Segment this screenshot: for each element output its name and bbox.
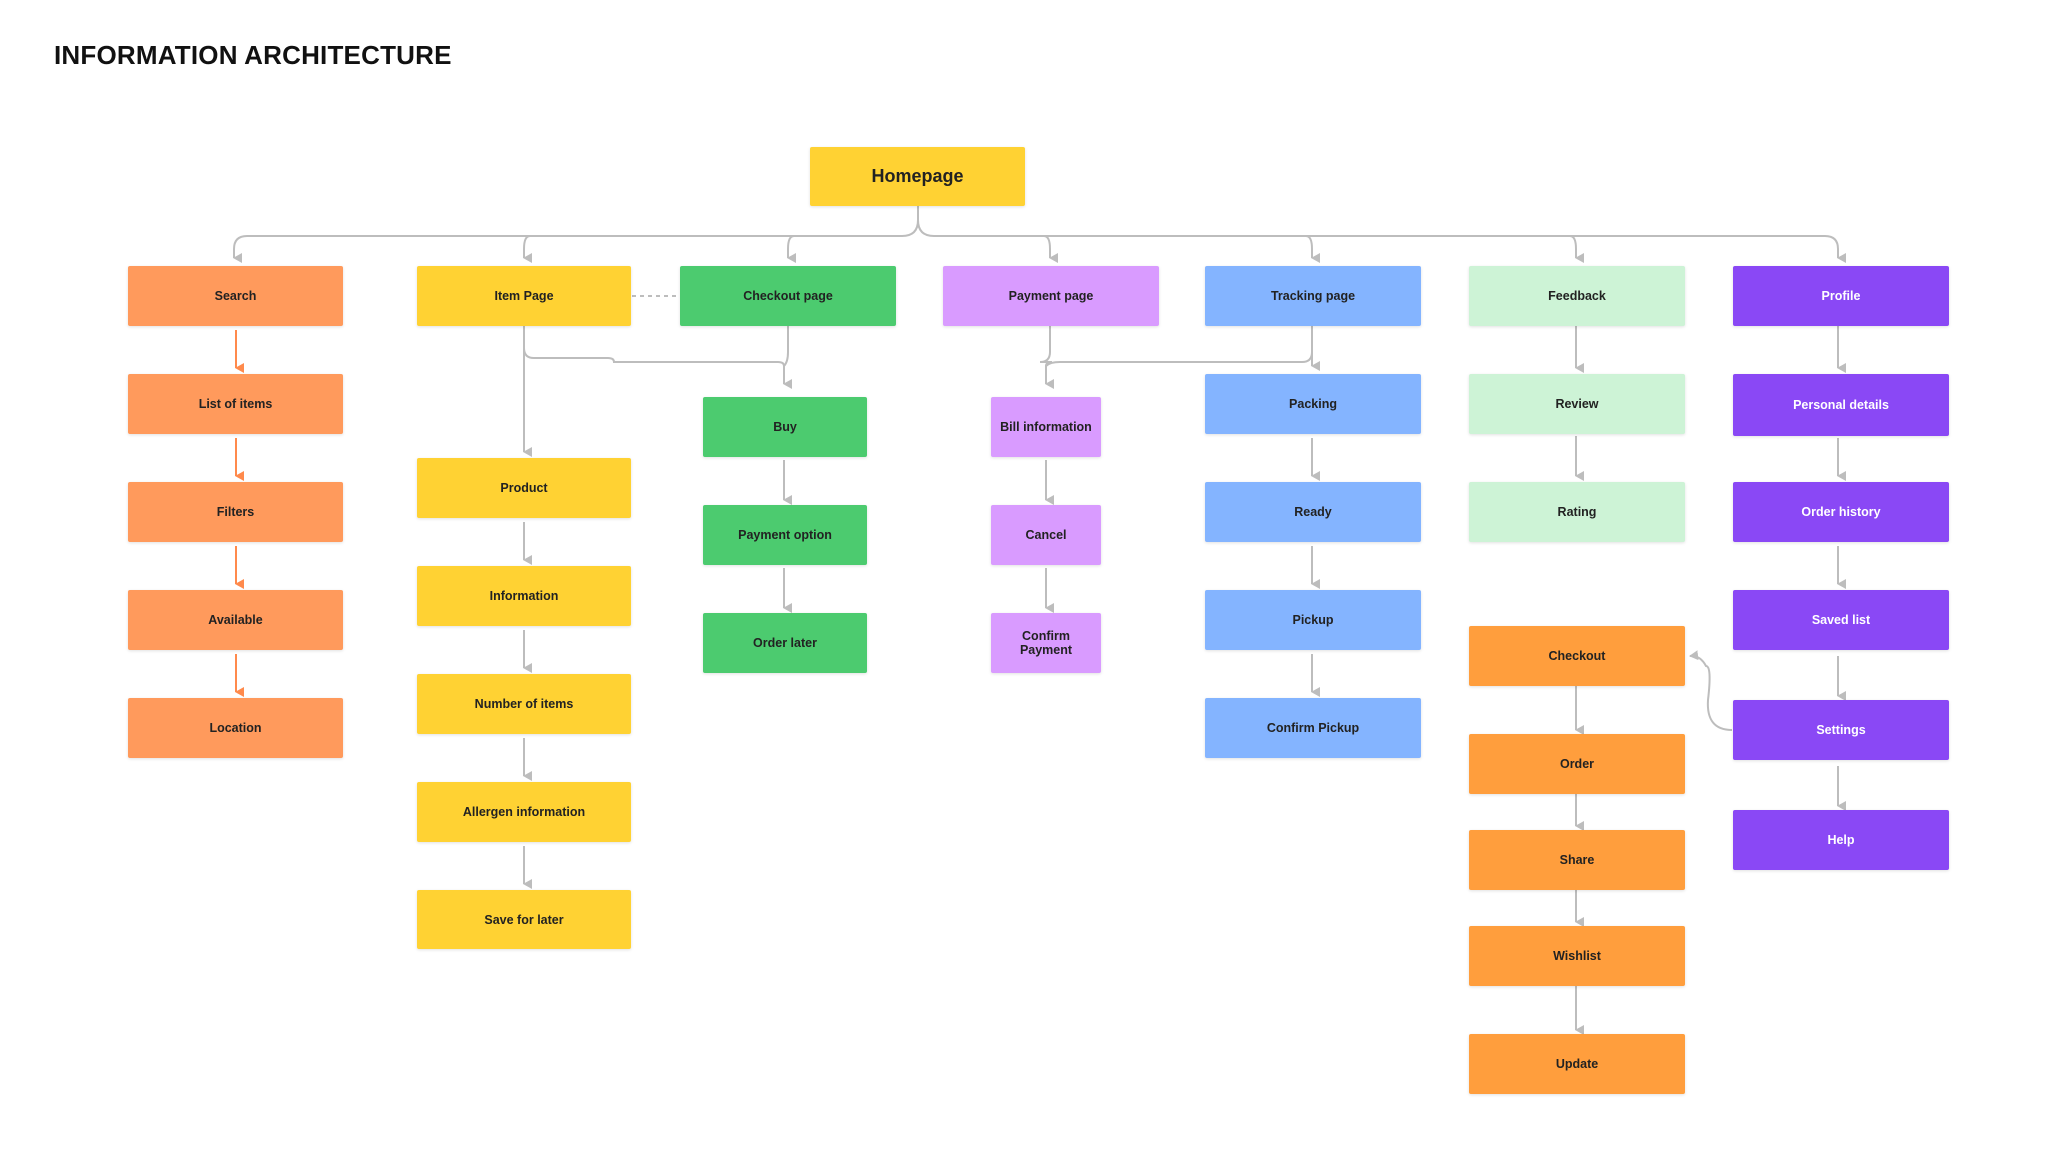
checkout-page-node: Checkout page [680, 266, 896, 326]
confirm-payment-node: Confirm Payment [991, 613, 1101, 673]
update-node: Update [1469, 1034, 1685, 1094]
homepage-bus [233, 206, 1846, 263]
cross-connectors [523, 326, 1320, 389]
packing-node: Packing [1205, 374, 1421, 434]
page-title: INFORMATION ARCHITECTURE [54, 40, 452, 70]
order-history-node: Order history [1733, 482, 1949, 542]
settings-node: Settings [1733, 700, 1949, 760]
bill-information-node: Bill information [991, 397, 1101, 457]
settings-to-checkout-arrow [1689, 650, 1733, 731]
information-node: Information [417, 566, 631, 626]
payment-page-node: Payment page [943, 266, 1159, 326]
buy-node: Buy [703, 397, 867, 457]
filters-node: Filters [128, 482, 343, 542]
order-later-node: Order later [703, 613, 867, 673]
share-node: Share [1469, 830, 1685, 890]
order-node: Order [1469, 734, 1685, 794]
personal-details-node: Personal details [1733, 374, 1949, 436]
pickup-node: Pickup [1205, 590, 1421, 650]
profile-node: Profile [1733, 266, 1949, 326]
item-page-node: Item Page [417, 266, 631, 326]
list-of-items-node: List of items [128, 374, 343, 434]
checkout-flow-checkout-node: Checkout [1469, 626, 1685, 686]
payment-option-node: Payment option [703, 505, 867, 565]
available-node: Available [128, 590, 343, 650]
saved-list-node: Saved list [1733, 590, 1949, 650]
number-of-items-node: Number of items [417, 674, 631, 734]
homepage-node: Homepage [810, 147, 1025, 206]
confirm-pickup-node: Confirm Pickup [1205, 698, 1421, 758]
review-node: Review [1469, 374, 1685, 434]
product-node: Product [417, 458, 631, 518]
tracking-page-node: Tracking page [1205, 266, 1421, 326]
cancel-node: Cancel [991, 505, 1101, 565]
location-node: Location [128, 698, 343, 758]
rating-node: Rating [1469, 482, 1685, 542]
search-node: Search [128, 266, 343, 326]
help-node: Help [1733, 810, 1949, 870]
save-for-later-node: Save for later [417, 890, 631, 949]
allergen-information-node: Allergen information [417, 782, 631, 842]
ready-node: Ready [1205, 482, 1421, 542]
wishlist-node: Wishlist [1469, 926, 1685, 986]
feedback-node: Feedback [1469, 266, 1685, 326]
